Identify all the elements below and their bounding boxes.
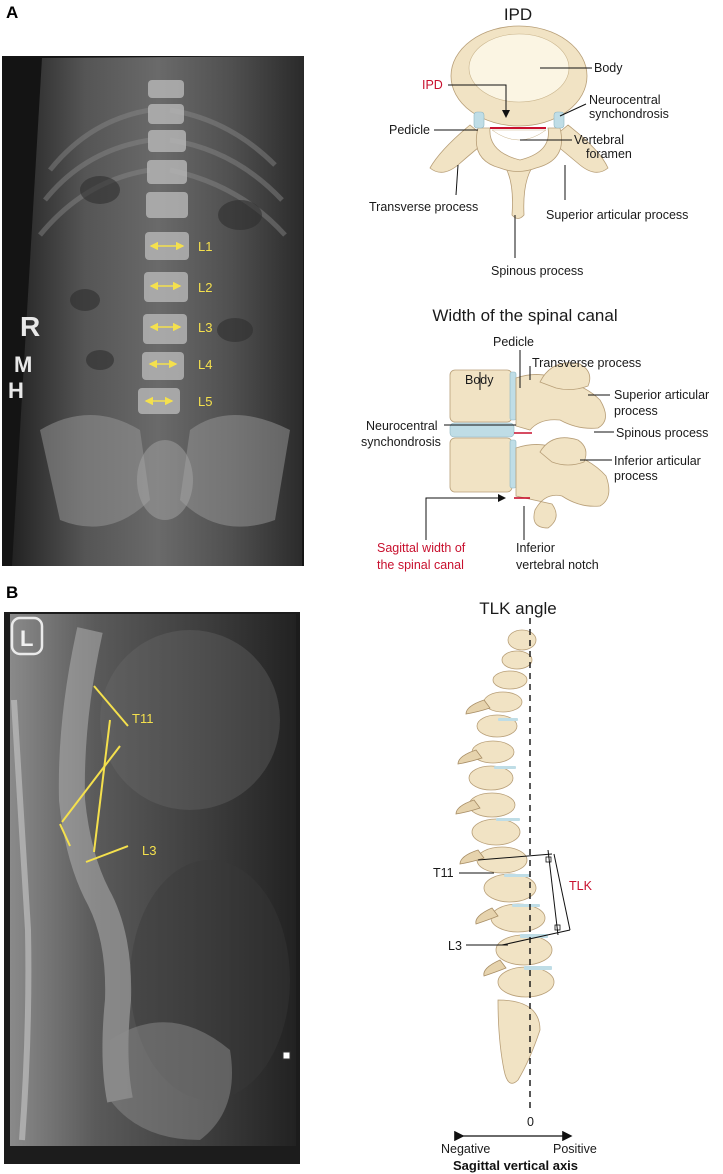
tlk-label-tlk: TLK xyxy=(569,879,593,893)
label-neurocentral-2: synchondrosis xyxy=(589,107,669,121)
label-body: Body xyxy=(594,61,623,75)
tlk-line-l3 xyxy=(85,845,129,863)
label-pedicle: Pedicle xyxy=(389,123,430,137)
level-label-l2: L2 xyxy=(198,280,212,295)
tlk-label-l3: L3 xyxy=(448,939,462,953)
xray-lateral: L T11 L3 xyxy=(4,612,300,1164)
label-canal-inferior-2: process xyxy=(614,469,658,483)
ipd-title: IPD xyxy=(504,5,532,24)
sva-positive: Positive xyxy=(553,1142,597,1156)
label-superior-articular-process: Superior articular process xyxy=(546,208,688,222)
label-canal-neurocentral-2: synchondrosis xyxy=(361,435,441,449)
label-neurocentral-1: Neurocentral xyxy=(589,93,661,107)
sva-zero: 0 xyxy=(527,1115,534,1129)
label-canal-neurocentral-1: Neurocentral xyxy=(366,419,438,433)
xray-ap: R M H L1 L2 L3 L4 L5 xyxy=(2,56,304,566)
label-spinous-process: Spinous process xyxy=(491,264,583,278)
level-label-l5: L5 xyxy=(198,394,212,409)
label-canal-notch-2: vertebral notch xyxy=(516,558,599,572)
label-ipd: IPD xyxy=(422,78,443,92)
label-canal-notch-1: Inferior xyxy=(516,541,555,555)
panel-label-a: A xyxy=(6,3,18,22)
level-label-l4: L4 xyxy=(198,357,212,372)
xray-marker-l: L xyxy=(20,626,33,651)
sva-negative: Negative xyxy=(441,1142,490,1156)
panel-label-b: B xyxy=(6,583,18,602)
tlk-label-t11: T11 xyxy=(433,866,454,880)
xray-marker-r: R xyxy=(20,311,40,342)
label-canal-superior-1: Superior articular xyxy=(614,388,709,402)
label-canal-superior-2: process xyxy=(614,404,658,418)
lat-label-t11: T11 xyxy=(132,711,153,726)
label-canal-pedicle: Pedicle xyxy=(493,335,534,349)
label-canal-transverse: Transverse process xyxy=(532,356,641,370)
canal-title: Width of the spinal canal xyxy=(432,306,617,325)
lat-label-l3: L3 xyxy=(142,843,156,858)
label-vertebral-foramen-1: Vertebral xyxy=(574,133,624,147)
vertebra-lateral xyxy=(449,362,610,529)
tlk-perp-lower xyxy=(61,745,121,823)
spine-lateral xyxy=(455,618,571,1112)
sva-axis-title: Sagittal vertical axis xyxy=(453,1158,578,1173)
ipd-arrows xyxy=(144,241,185,406)
tlk-line-t11 xyxy=(93,685,129,727)
tlk-perp-cap xyxy=(59,823,71,847)
xray-marker-h: H xyxy=(8,378,24,403)
level-label-l1: L1 xyxy=(198,239,212,254)
label-canal-body: Body xyxy=(465,373,494,387)
label-transverse-process: Transverse process xyxy=(369,200,478,214)
label-canal-sagittal-1: Sagittal width of xyxy=(377,541,466,555)
xray-marker-m: M xyxy=(14,352,32,377)
label-canal-spinous: Spinous process xyxy=(616,426,708,440)
label-vertebral-foramen-2: foramen xyxy=(586,147,632,161)
tlk-perp-upper xyxy=(93,719,111,853)
label-canal-inferior-1: Inferior articular xyxy=(614,454,701,468)
tlk-title: TLK angle xyxy=(479,599,557,618)
level-label-l3: L3 xyxy=(198,320,212,335)
label-canal-sagittal-2: the spinal canal xyxy=(377,558,464,572)
